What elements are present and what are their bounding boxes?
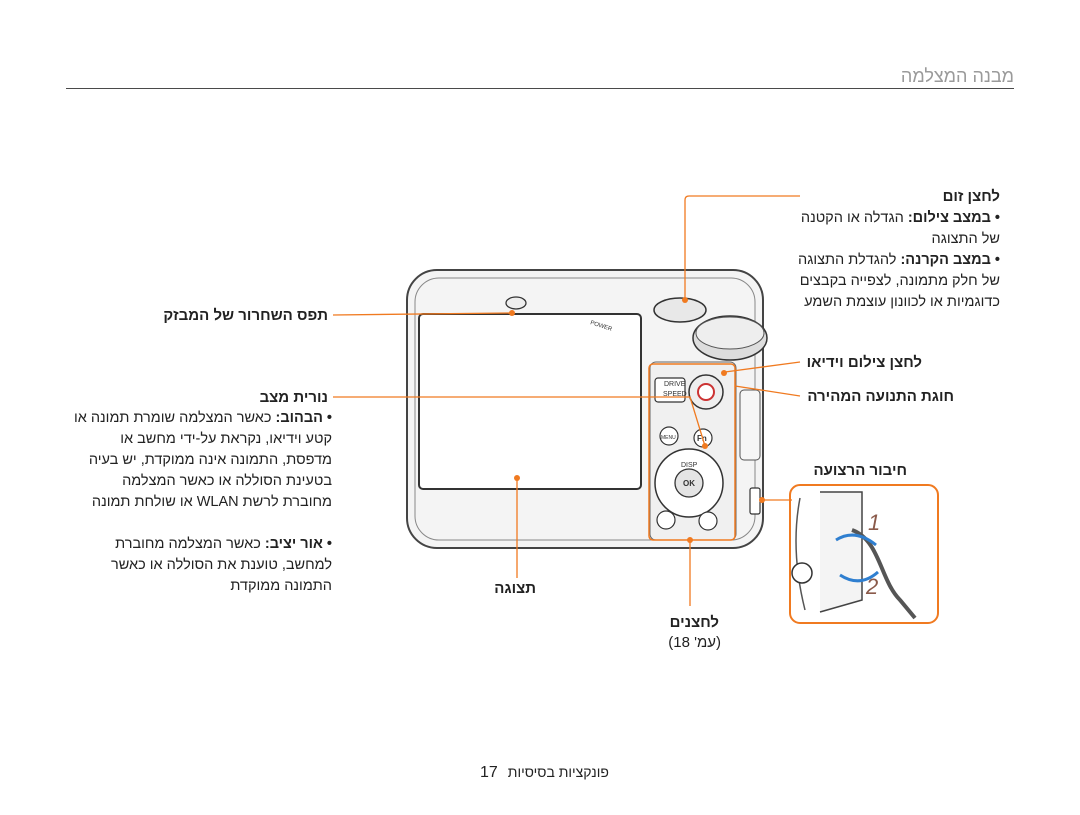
- mode-dial-label: חוגת התנועה המהירה: [807, 388, 954, 405]
- mode-indicator-bullet-2-text: כאשר המצלמה מחוברת למחשב, טוענת את הסולל…: [111, 536, 332, 594]
- camera-body: [406, 269, 768, 549]
- zoom-leader: [684, 195, 800, 300]
- page-title: מבנה המצלמה: [900, 66, 1014, 86]
- speed-text: SPEED: [663, 391, 687, 398]
- disp-text: DISP: [681, 462, 698, 469]
- buttons-page-ref: (עמ' 18): [668, 634, 721, 651]
- strap-step-1: 1: [868, 510, 880, 535]
- mic-leader: [332, 312, 511, 316]
- menu-text: MENU: [661, 435, 676, 441]
- zoom-bullet-1: •במצב צילום: הגדלה או הקטנה של התצוגה: [800, 210, 1000, 247]
- display-label: תצוגה: [494, 580, 536, 597]
- mode-indicator-label: נורית מצב: [259, 389, 328, 406]
- buttons-label: לחצנים: [669, 614, 719, 631]
- zoom-bullet-2: •במצב הקרנה: להגדלת התצוגה של חלק מתמונה…: [798, 252, 1000, 310]
- footer-text: פונקציות בסיסיות: [507, 764, 609, 780]
- zoom-bullet-1-text: הגדלה או הקטנה של התצוגה: [800, 210, 1000, 247]
- zoom-bullet-1-term: במצב צילום:: [907, 210, 991, 226]
- mode-indicator-bullet-1-text: כאשר המצלמה שומרת תמונה או קטע וידיאו, נ…: [73, 410, 332, 510]
- mode-indicator-bullet-2: •אור יציב: כאשר המצלמה מחוברת למחשב, טוע…: [111, 536, 332, 594]
- drive-text: DRIVE: [664, 381, 686, 388]
- page-number: 17: [480, 764, 498, 781]
- mode-dial-leader: [734, 385, 801, 397]
- strap-label: חיבור הרצועה: [813, 462, 907, 479]
- mode-indicator-bullet-2-term: אור יציב:: [264, 536, 323, 552]
- zoom-bullet-2-term: במצב הקרנה:: [900, 252, 991, 268]
- zoom-bullet-2-text: להגדלת התצוגה של חלק מתמונה, לצפייה בקבצ…: [798, 252, 1000, 310]
- mode-indicator-leader: [333, 396, 706, 447]
- page-footer: פונקציות בסיסיות 17: [480, 764, 609, 782]
- mode-indicator-bullet-1-term: הבהוב:: [275, 410, 323, 426]
- video-button-label: לחצן צילום וידיאו: [806, 354, 922, 371]
- video-button-leader: [724, 361, 801, 373]
- mode-indicator-bullet-1: •הבהוב: כאשר המצלמה שומרת תמונה או קטע ו…: [73, 410, 332, 510]
- fn-text: Fn: [697, 434, 707, 443]
- strap-step-2: 2: [865, 574, 878, 599]
- ok-text: OK: [683, 479, 695, 488]
- strap-inset: [789, 484, 939, 624]
- mic-label: תפס השחרור של המבזק: [163, 307, 328, 324]
- zoom-title: לחצן זום: [942, 188, 1000, 205]
- header-divider: [66, 88, 1014, 89]
